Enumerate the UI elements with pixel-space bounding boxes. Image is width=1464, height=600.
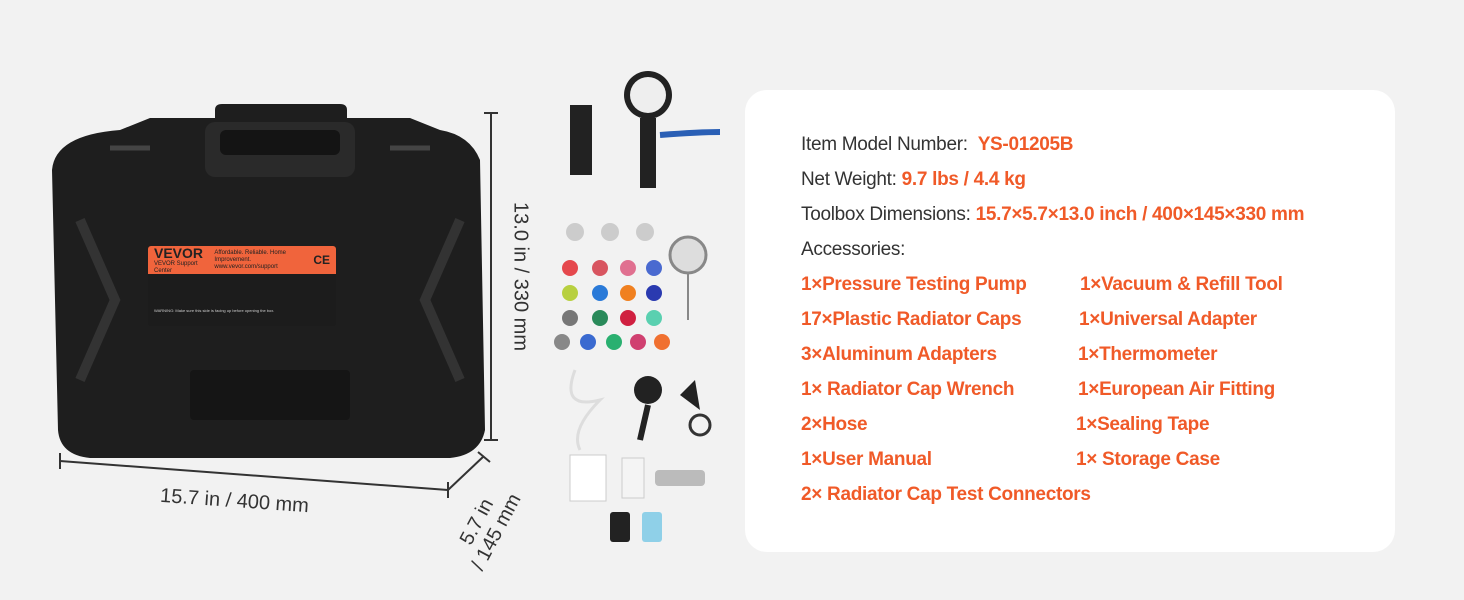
model-number-row: Item Model Number: YS-01205B bbox=[801, 134, 1074, 156]
accessories-heading: Accessories: bbox=[801, 239, 906, 260]
accessory-item: 1× Radiator Cap Wrench bbox=[801, 379, 1015, 400]
dimensions-label: Toolbox Dimensions: bbox=[801, 204, 971, 225]
support-url: www.vevor.com/support bbox=[214, 263, 278, 270]
accessory-item: 1×User Manual bbox=[801, 449, 932, 470]
slogan-text: Affordable. Reliable. Home Improvement. bbox=[214, 249, 287, 263]
accessory-item: 1×Pressure Testing Pump bbox=[801, 274, 1027, 295]
case-label: VEVOR VEVOR Support Center Affordable. R… bbox=[148, 246, 336, 326]
weight-label: Net Weight: bbox=[801, 169, 897, 190]
accessory-item: 1×Thermometer bbox=[1078, 344, 1218, 365]
accessory-item: 1×Sealing Tape bbox=[1076, 414, 1210, 435]
accessory-item: 1× Storage Case bbox=[1076, 449, 1220, 470]
net-weight-row: Net Weight: 9.7 lbs / 4.4 kg bbox=[801, 169, 1026, 191]
accessory-item: 2× Radiator Cap Test Connectors bbox=[801, 484, 1091, 505]
support-text: VEVOR Support Center bbox=[154, 261, 198, 274]
brand-logo: VEVOR bbox=[154, 246, 204, 261]
dimensions-row: Toolbox Dimensions: 15.7×5.7×13.0 inch /… bbox=[801, 204, 1305, 226]
weight-value: 9.7 lbs / 4.4 kg bbox=[901, 169, 1026, 190]
accessory-item: 1×Vacuum & Refill Tool bbox=[1080, 274, 1283, 295]
height-dimension: 13.0 in / 330 mm bbox=[509, 202, 532, 351]
ce-mark: CE bbox=[313, 253, 330, 267]
dimensions-value: 15.7×5.7×13.0 inch / 400×145×330 mm bbox=[975, 204, 1305, 225]
accessory-item: 1×European Air Fitting bbox=[1078, 379, 1275, 400]
accessory-item: 17×Plastic Radiator Caps bbox=[801, 309, 1022, 330]
warning-text: WARNING: Make sure this side is facing u… bbox=[154, 308, 275, 313]
model-label: Item Model Number: bbox=[801, 134, 968, 155]
accessory-item: 3×Aluminum Adapters bbox=[801, 344, 997, 365]
accessory-item: 2×Hose bbox=[801, 414, 868, 435]
accessory-item: 1×Universal Adapter bbox=[1079, 309, 1257, 330]
model-value: YS-01205B bbox=[977, 134, 1074, 155]
specs-panel: Item Model Number: YS-01205B Net Weight:… bbox=[745, 90, 1395, 552]
accessories-image bbox=[554, 71, 721, 542]
dimension-lines bbox=[59, 112, 498, 498]
